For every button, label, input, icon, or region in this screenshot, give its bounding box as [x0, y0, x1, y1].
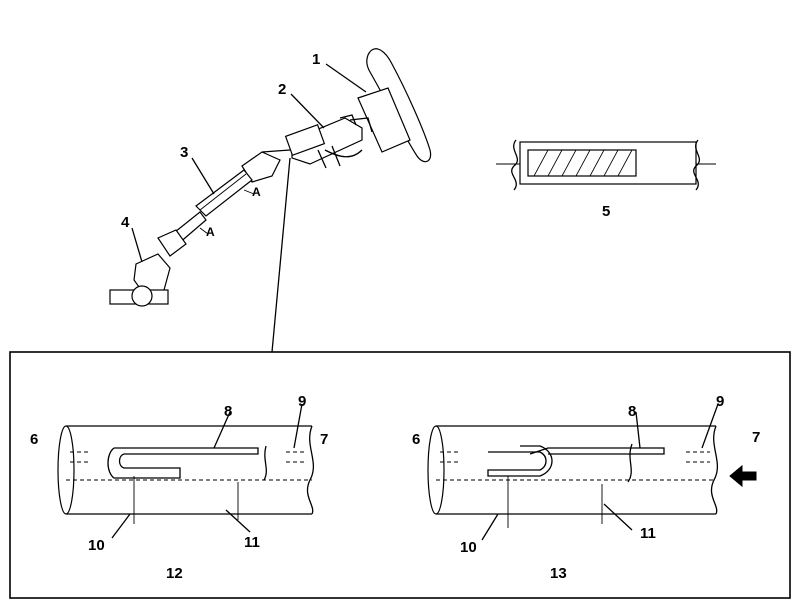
callout-2: 2: [278, 81, 286, 98]
tube-left-end-r: [427, 425, 445, 515]
callout-10-left: 10: [88, 537, 105, 554]
leader-1: [325, 63, 367, 93]
inner-break: [263, 445, 267, 481]
column-clamp: [339, 114, 357, 126]
callout-13: 13: [550, 565, 567, 582]
callout-6-right: 6: [412, 431, 420, 448]
section-hatching: [533, 149, 633, 177]
leader-4: [131, 227, 143, 263]
clip-body-r: [529, 447, 665, 455]
upper-column-housing: [291, 117, 363, 165]
callout-1: 1: [312, 51, 320, 68]
tilt-lever: [324, 149, 363, 158]
callout-11-left: 11: [244, 534, 260, 551]
clip-hook-r: [487, 445, 553, 477]
inner-break-r: [627, 443, 633, 483]
leader-10-left: [111, 513, 131, 539]
state-collapsed: 6 7 8 9 10 11 13: [412, 393, 760, 582]
callout-7-right: 7: [752, 429, 760, 446]
shaft-edge: [199, 173, 247, 211]
mark-a-lower: A: [206, 225, 215, 239]
column-bracket: [284, 124, 326, 156]
push-arrow-icon: [729, 464, 757, 488]
leader-9-right: [701, 403, 719, 449]
callout-9-right: 9: [716, 393, 724, 410]
callout-10-right: 10: [460, 539, 477, 556]
joint-link: [261, 149, 291, 153]
lower-universal-joint: [157, 229, 187, 257]
leader-11-right: [603, 503, 633, 531]
leader-11-left: [225, 509, 251, 533]
callout-12: 12: [166, 565, 183, 582]
section-break-left: [511, 139, 519, 191]
detail-frame: [9, 351, 791, 599]
leader-10-right: [481, 513, 499, 541]
callout-11-right: 11: [640, 525, 656, 542]
leader-a1: [243, 189, 255, 195]
callout-9-left: 9: [298, 393, 306, 410]
leader-2: [290, 93, 325, 129]
section-break-right: [693, 139, 701, 191]
section-detail: 5: [496, 139, 716, 220]
steering-assembly: 1 2 3 4 A A: [109, 48, 432, 353]
steering-wheel: [366, 48, 432, 163]
detail-leader: [271, 157, 291, 353]
steering-hub: [357, 87, 411, 153]
callout-8-left: 8: [224, 403, 232, 420]
column-stays: [317, 145, 341, 169]
callout-8-right: 8: [628, 403, 636, 420]
mark-a-upper: A: [252, 185, 261, 199]
callout-7-left: 7: [320, 431, 328, 448]
intermediate-shaft-upper: [195, 169, 253, 217]
clip-body: [114, 447, 259, 455]
leader-8-left: [213, 411, 231, 449]
callout-3: 3: [180, 144, 188, 161]
leader-a2: [199, 227, 209, 235]
leader-9-left: [293, 403, 303, 449]
tube-right-break: [306, 425, 315, 515]
tube-left-end: [57, 425, 75, 515]
tube-right-break-r: [710, 425, 719, 515]
leader-8-right: [635, 411, 641, 449]
column-bearing: [349, 117, 373, 133]
clip-hook: [107, 447, 181, 479]
callout-5: 5: [602, 203, 610, 220]
state-normal: 6 7 8 9 10 11 12: [30, 393, 328, 582]
leader-3: [191, 157, 215, 195]
callout-4: 4: [121, 214, 130, 231]
gear-box-pinion: [131, 285, 153, 307]
callout-6-left: 6: [30, 431, 38, 448]
